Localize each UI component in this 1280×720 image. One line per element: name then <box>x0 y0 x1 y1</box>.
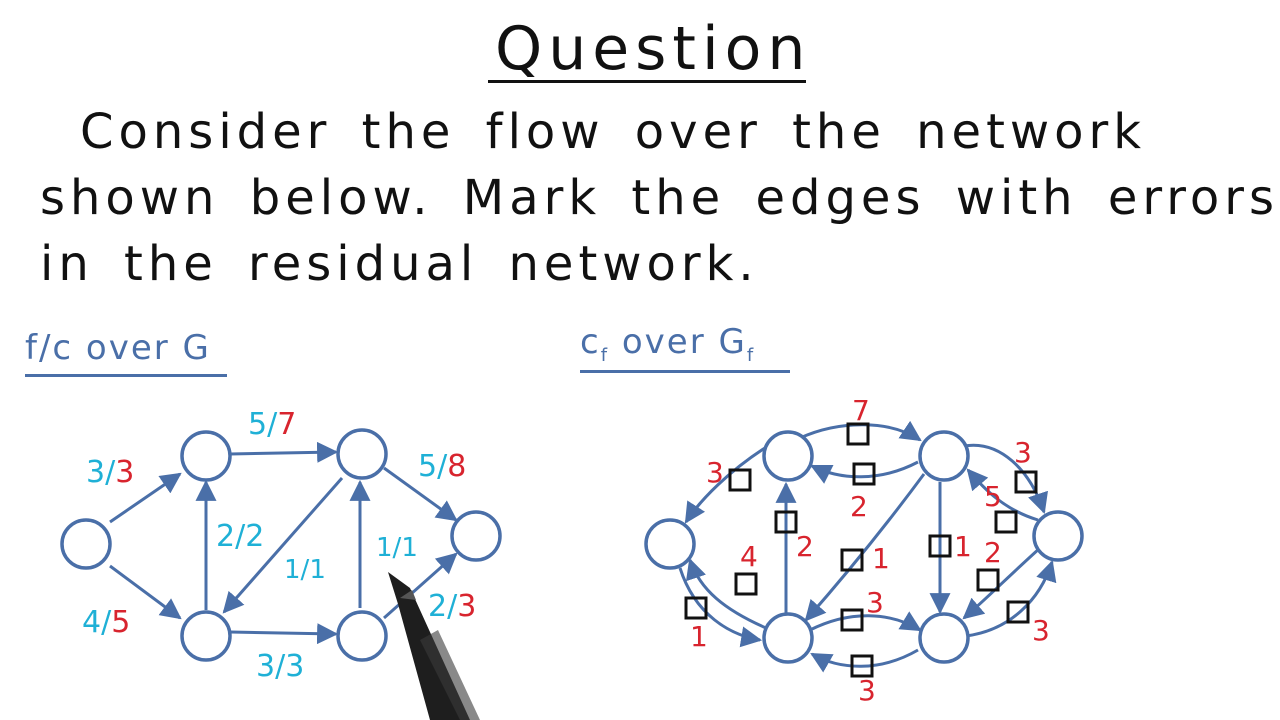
error-checkbox-t-b[interactable] <box>994 510 1018 534</box>
res-label-3-e: 3 <box>1032 614 1050 647</box>
edge-label-d-b: 1/1 <box>376 533 418 563</box>
res-label-3-b: 3 <box>866 586 884 619</box>
res-label-1-a: 1 <box>872 542 890 575</box>
error-checkbox-c-a[interactable] <box>774 510 798 534</box>
residual-heading-mid: over G <box>609 322 747 362</box>
edge-label-b-t: 5/8 <box>418 449 466 484</box>
error-checkbox-c-b[interactable] <box>840 548 864 572</box>
error-checkbox-s-c[interactable] <box>684 596 708 620</box>
res-edge-d-t <box>965 559 1057 638</box>
res-label-2-b: 2 <box>796 530 814 563</box>
node-a <box>180 430 232 482</box>
edge-d-t <box>383 552 458 620</box>
edge-label-c-a: 2/2 <box>216 519 264 554</box>
error-checkbox-d-t[interactable] <box>1006 600 1030 624</box>
residual-heading-sub2: f <box>746 344 756 366</box>
edge-label-a-b: 5/7 <box>248 407 296 442</box>
res-label-4: 4 <box>740 540 758 573</box>
res-label-5: 5 <box>984 480 1002 513</box>
page-title: Question <box>495 14 812 84</box>
error-checkbox-a-b[interactable] <box>846 422 870 446</box>
res-edge-a-s <box>684 444 769 524</box>
res-edge-a-b <box>799 420 922 442</box>
edge-a-b <box>229 441 339 463</box>
res-node-c <box>762 612 814 664</box>
edge-label-d-t: 2/3 <box>428 589 476 624</box>
residual-network-graph: 7 3 2 2 4 1 3 1 3 5 2 3 3 1 <box>644 394 1084 707</box>
res-edge-c-d <box>809 611 922 632</box>
res-node-b <box>918 430 970 482</box>
flow-network-heading: f/c over G <box>25 328 211 368</box>
node-d <box>336 610 388 662</box>
edge-label-b-c: 1/1 <box>284 555 326 585</box>
res-label-7: 7 <box>852 394 870 427</box>
edge-label-s-c: 4/5 <box>82 605 130 640</box>
res-edge-s-c <box>678 567 763 648</box>
res-node-d <box>918 612 970 664</box>
error-checkbox-d-c[interactable] <box>850 654 874 678</box>
res-label-3-c: 3 <box>858 674 876 707</box>
error-checkbox-a-s[interactable] <box>728 468 752 492</box>
node-c <box>180 610 232 662</box>
error-checkbox-c-d[interactable] <box>840 608 864 632</box>
res-label-3-a: 3 <box>706 456 724 489</box>
error-checkbox-b-t[interactable] <box>1014 470 1038 494</box>
res-edge-c-b <box>804 473 926 622</box>
edge-c-d <box>229 623 339 645</box>
residual-heading-sub: f <box>600 344 610 366</box>
res-node-a <box>762 430 814 482</box>
stylus-pen <box>388 572 480 720</box>
res-label-3-d: 3 <box>1014 436 1032 469</box>
edge-s-a <box>109 472 182 524</box>
error-checkbox-b-a[interactable] <box>852 462 876 486</box>
res-edge-c-s <box>686 558 767 630</box>
question-line-2: shown below. Mark the edges with errors <box>40 170 1280 226</box>
residual-network-heading-underline <box>580 370 790 373</box>
flow-network-graph: 3/3 4/5 5/7 2/2 1/1 3/3 1/1 5/8 2/3 <box>60 407 502 684</box>
residual-heading-c: c <box>580 322 601 362</box>
title-underline <box>488 80 806 83</box>
edge-label-s-a: 3/3 <box>86 455 134 490</box>
node-t <box>450 510 502 562</box>
residual-network-heading: cf over Gf <box>580 322 755 366</box>
edge-b-t <box>383 466 458 522</box>
res-node-t <box>1032 510 1084 562</box>
edge-label-c-d: 3/3 <box>256 649 304 684</box>
res-edge-d-c <box>810 648 919 673</box>
res-edge-b-a <box>810 460 919 484</box>
res-node-s <box>644 518 696 570</box>
res-edge-t-b <box>966 468 1039 522</box>
error-checkbox-t-d[interactable] <box>976 568 1000 592</box>
edge-s-c <box>109 564 182 620</box>
node-b <box>336 428 388 480</box>
res-label-1-b: 1 <box>690 620 708 653</box>
flow-network-heading-underline <box>25 374 227 377</box>
error-checkbox-b-d[interactable] <box>928 534 952 558</box>
node-s <box>60 518 112 570</box>
res-edge-b-t <box>963 443 1048 514</box>
res-label-2-c: 2 <box>984 536 1002 569</box>
edge-b-c <box>222 477 344 614</box>
error-checkbox-c-s[interactable] <box>734 572 758 596</box>
res-label-2-a: 2 <box>850 490 868 523</box>
question-line-3: in the residual network. <box>40 236 759 292</box>
res-label-1-c: 1 <box>954 530 972 563</box>
question-line-1: Consider the flow over the network <box>80 104 1147 160</box>
